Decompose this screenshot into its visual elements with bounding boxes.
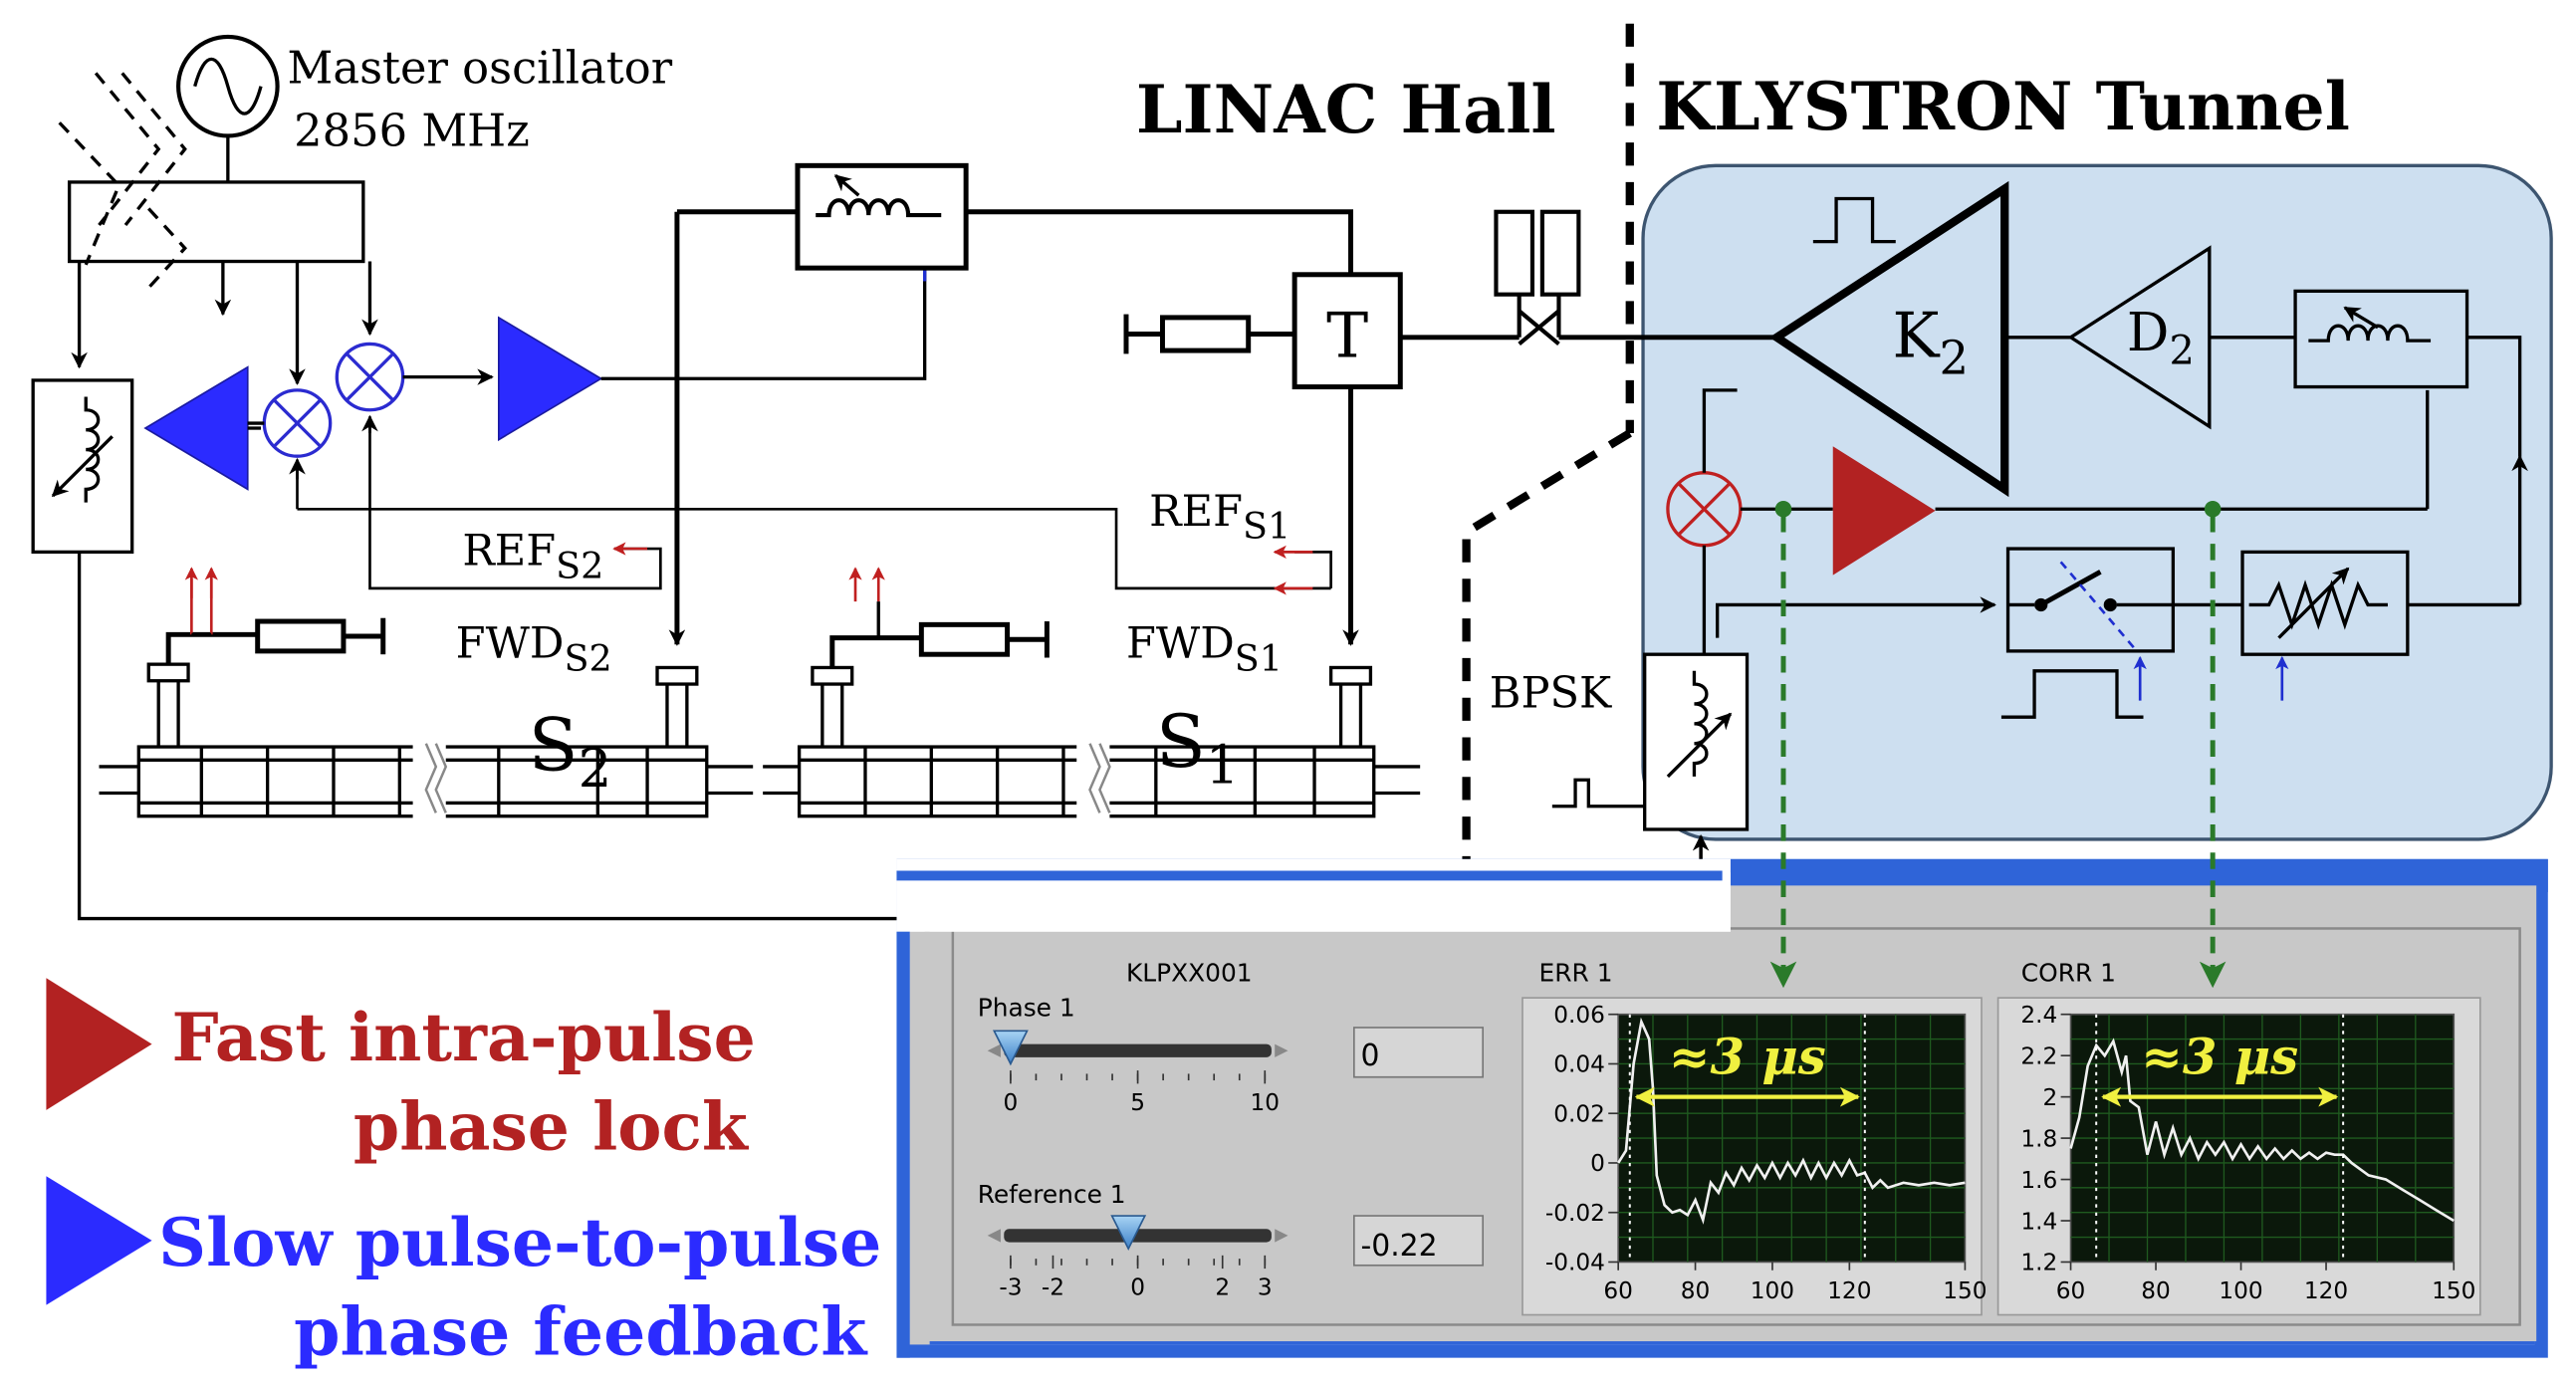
ref-s1-label: REFS1 bbox=[1149, 487, 1290, 548]
y-tick-label: 0.06 bbox=[1553, 1002, 1605, 1029]
bpsk-label: BPSK bbox=[1490, 668, 1612, 718]
slow-feedback-amplifier-right bbox=[497, 316, 603, 442]
bpsk-phase-shifter bbox=[1643, 652, 1750, 831]
section-s1-label: S1 bbox=[1156, 700, 1240, 797]
splitter-outputs bbox=[71, 261, 378, 385]
x-tick-label: 100 bbox=[2219, 1277, 2262, 1304]
slider-tick-label: 2 bbox=[1215, 1274, 1230, 1301]
y-tick-label: 1.6 bbox=[2020, 1167, 2057, 1194]
x-tick-label: 80 bbox=[1681, 1277, 1711, 1304]
panel-title: KLPXX001 bbox=[1126, 959, 1253, 988]
reference-value: -0.22 bbox=[1360, 1229, 1437, 1264]
slider-tick-label: 0 bbox=[1130, 1274, 1145, 1301]
y-tick-label: 0 bbox=[1590, 1150, 1605, 1177]
x-tick-label: 80 bbox=[2141, 1277, 2171, 1304]
klystron-tunnel-region bbox=[1641, 163, 2553, 841]
phase-slider-ticks: 0 5 10 bbox=[1004, 1070, 1281, 1116]
x-tick-label: 120 bbox=[2304, 1277, 2348, 1304]
y-tick-label: 2.4 bbox=[2020, 1002, 2057, 1029]
rf-splitter bbox=[67, 135, 365, 264]
fast-lock-legend-line1: Fast intra-pulse bbox=[171, 999, 755, 1076]
master-oscillator-label: Master oscillator bbox=[288, 41, 673, 94]
slow-feedback-legend-icon bbox=[46, 1176, 152, 1305]
fast-lock-legend-line2: phase lock bbox=[353, 1088, 750, 1166]
slider-tick-label: 5 bbox=[1130, 1089, 1145, 1116]
slider-tick-label: 3 bbox=[1258, 1274, 1273, 1301]
bpsk-pulse-icon bbox=[1551, 778, 1645, 809]
driver-label: D2 bbox=[2127, 302, 2195, 373]
vacuum-window bbox=[1494, 209, 1581, 347]
y-tick-label: 1.2 bbox=[2020, 1250, 2057, 1276]
reference-slider-ticks: -3 -2 0 2 3 bbox=[999, 1255, 1273, 1301]
slider-tick-label: -3 bbox=[999, 1274, 1022, 1301]
tee-load bbox=[1123, 314, 1295, 354]
x-tick-label: 150 bbox=[2432, 1277, 2475, 1304]
x-tick-label: 60 bbox=[2056, 1277, 2086, 1304]
master-oscillator: Master oscillator 2856 MHz bbox=[176, 34, 673, 156]
reference-slider-knob[interactable] bbox=[1110, 1215, 1147, 1252]
tee-label: T bbox=[1326, 300, 1368, 372]
reference-slider[interactable] bbox=[987, 1215, 1288, 1252]
reference-slider-label: Reference 1 bbox=[978, 1180, 1126, 1209]
y-tick-label: 0.04 bbox=[1553, 1051, 1605, 1078]
slider-tick-label: -2 bbox=[1042, 1274, 1064, 1301]
klystron-pulse-icon bbox=[1812, 196, 1896, 244]
linac-hall-heading: LINAC Hall bbox=[1136, 71, 1556, 148]
section-s2-label: S2 bbox=[529, 703, 612, 800]
klystron-k2: K2 bbox=[1768, 180, 2009, 498]
phase-slider-label: Phase 1 bbox=[978, 993, 1075, 1022]
x-tick-label: 120 bbox=[1827, 1277, 1871, 1304]
phase-slider[interactable] bbox=[987, 1030, 1288, 1066]
y-tick-label: 2 bbox=[2043, 1084, 2058, 1111]
phase-value-field[interactable] bbox=[1353, 1027, 1485, 1078]
x-tick-label: 100 bbox=[1751, 1277, 1794, 1304]
section-couplers bbox=[146, 617, 1373, 748]
switch-pulse-icon bbox=[2000, 669, 2144, 719]
mixer-ref-icon bbox=[262, 388, 333, 458]
main-rf-lines bbox=[668, 209, 1359, 646]
y-tick-label: 0.02 bbox=[1553, 1101, 1605, 1128]
x-tick-label: 150 bbox=[1943, 1277, 1987, 1304]
y-tick-label: -0.02 bbox=[1545, 1200, 1605, 1227]
reference-value-field[interactable] bbox=[1353, 1215, 1485, 1267]
klystron-label: K2 bbox=[1892, 300, 1969, 385]
left-phase-shifter bbox=[31, 378, 134, 555]
fwd-s1-label: FWDS1 bbox=[1126, 619, 1283, 680]
slider-tick-label: 10 bbox=[1251, 1089, 1281, 1116]
splitter-dashes bbox=[58, 72, 187, 290]
rf-switch bbox=[2005, 547, 2176, 653]
fwd-s2-label: FWDS2 bbox=[456, 619, 612, 680]
corr-chart: 2.4 2.2 2 1.8 1.6 1.4 1.260 80 100 120 150 ≈3 μs bbox=[2020, 1002, 2475, 1304]
master-oscillator-frequency: 2856 MHz bbox=[294, 104, 530, 156]
top-phase-shifter bbox=[795, 162, 969, 271]
fast-lock-amplifier bbox=[1832, 446, 1936, 576]
tee-block: T bbox=[1291, 272, 1403, 390]
phase-value: 0 bbox=[1360, 1039, 1379, 1073]
mixer-fwd-icon bbox=[335, 342, 405, 412]
slow-feedback-legend-line1: Slow pulse-to-pulse bbox=[158, 1204, 881, 1281]
hall-tunnel-separator bbox=[1462, 23, 1634, 906]
pulse-width-annotation: ≈3 μs bbox=[1669, 1027, 1826, 1085]
y-tick-label: -0.04 bbox=[1545, 1250, 1605, 1276]
err-chart-title: ERR 1 bbox=[1539, 959, 1613, 988]
ref-s2-label: REFS2 bbox=[462, 527, 603, 587]
reflected-power-arrows bbox=[184, 567, 885, 635]
y-tick-label: 1.8 bbox=[2020, 1125, 2057, 1152]
fast-lock-legend-icon bbox=[46, 978, 152, 1110]
corr-chart-title: CORR 1 bbox=[2021, 959, 2116, 988]
slider-tick-label: 0 bbox=[1004, 1089, 1019, 1116]
slow-feedback-legend-line2: phase feedback bbox=[294, 1292, 868, 1370]
slow-feedback-amplifier-left bbox=[143, 365, 249, 491]
series-line bbox=[1617, 1017, 1966, 1225]
y-tick-label: 2.2 bbox=[2020, 1042, 2057, 1069]
x-tick-label: 60 bbox=[1603, 1277, 1633, 1304]
phase-slider-knob[interactable] bbox=[992, 1030, 1029, 1066]
pulse-width-annotation: ≈3 μs bbox=[2141, 1027, 2298, 1085]
series-line bbox=[2069, 1038, 2455, 1223]
klystron-tunnel-heading: KLYSTRON Tunnel bbox=[1656, 68, 2350, 145]
y-tick-label: 1.4 bbox=[2020, 1208, 2057, 1235]
